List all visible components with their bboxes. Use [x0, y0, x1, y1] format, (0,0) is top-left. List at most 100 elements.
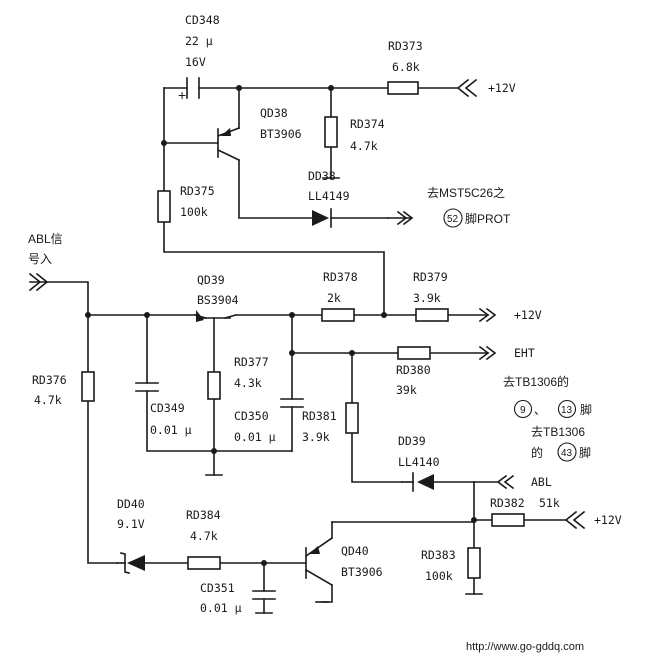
pin-circle: [557, 442, 577, 462]
label-rd382-ref: RD382: [490, 496, 525, 510]
junction-dot: [161, 140, 167, 146]
label-rd375-ref: RD375: [180, 184, 215, 198]
capacitor-cd350: [280, 398, 304, 408]
label-cd348-value: 22 μ: [185, 34, 213, 48]
pin-number-circles: [443, 208, 577, 462]
diode-dd40-zener: [116, 552, 145, 574]
label-rd384-ref: RD384: [186, 508, 221, 522]
label-qd38-ref: QD38: [260, 106, 288, 120]
wire: [163, 221, 385, 314]
label-eht-destination: 去TB1306的: [503, 374, 569, 389]
capacitor-cd351: [252, 590, 276, 600]
transistor-qd40: [304, 536, 334, 587]
label-qd38-type: BT3906: [260, 127, 302, 141]
grounds: [205, 177, 483, 614]
label-eht-pin-b: 13: [561, 405, 573, 416]
label-cd349-value: 0.01 μ: [150, 423, 192, 437]
terminals: [28, 78, 586, 530]
label-rd378-ref: RD378: [323, 270, 358, 284]
resistor-rd384: [187, 556, 221, 570]
label-rd374-value: 4.7k: [350, 139, 378, 153]
label-dd39-type: LL4140: [398, 455, 440, 469]
label-cd349-ref: CD349: [150, 401, 185, 415]
label-rd382-value: 51k: [539, 496, 560, 510]
label-rd376-value: 4.7k: [34, 393, 62, 407]
label-rd373-ref: RD373: [388, 39, 423, 53]
resistor-rd380: [397, 346, 431, 360]
label-dd38-ref: DD38: [308, 169, 336, 183]
diode-dd39: [401, 472, 434, 492]
resistors: [81, 81, 525, 579]
abl-output-arrow: [473, 474, 515, 490]
label-supply-bottom: +12V: [594, 513, 622, 527]
supply-terminal-top: [456, 78, 478, 98]
label-abl-output: ABL: [531, 475, 552, 489]
capacitors: [135, 77, 304, 600]
label-cd348-voltage: 16V: [185, 55, 206, 69]
label-dd40-ref: DD40: [117, 497, 145, 511]
label-cd348-ref: CD348: [185, 13, 220, 27]
junction-dot: [236, 85, 242, 91]
junction-dot: [289, 312, 295, 318]
label-dd39-ref: DD39: [398, 434, 426, 448]
transistor-qd38: [216, 126, 241, 162]
wire: [321, 584, 333, 603]
capacitor-cd348: [186, 77, 200, 99]
abl-input-terminal: [28, 272, 49, 292]
supply-terminal-bottom: [564, 510, 586, 530]
diode-dd38: [312, 208, 332, 228]
junction-dot: [349, 350, 355, 356]
junction-dot: [328, 85, 334, 91]
label-supply-top: +12V: [488, 81, 516, 95]
label-eht: EHT: [514, 346, 535, 360]
label-rd383-value: 100k: [425, 569, 453, 583]
resistor-rd381: [345, 402, 359, 434]
wiring: [29, 87, 567, 614]
wire: [146, 390, 293, 452]
label-rd375-value: 100k: [180, 205, 208, 219]
label-dd38-type: LL4149: [308, 189, 350, 203]
capacitor-cd349: [135, 382, 159, 392]
transistors: [194, 126, 334, 587]
labels: CD348 22 μ 16V + RD373 6.8k +12V QD38 BT…: [28, 13, 622, 653]
label-rd374-ref: RD374: [350, 117, 385, 131]
label-prot-pin-suffix: 脚PROT: [465, 211, 511, 226]
wire: [29, 281, 89, 373]
pin-circle: [513, 399, 533, 419]
wire: [238, 159, 313, 219]
resistor-rd382: [491, 513, 525, 527]
label-prot-pin-number: 52: [447, 214, 459, 225]
label-qd40-type: BT3906: [341, 565, 383, 579]
label-cd348-polarity: +: [178, 87, 186, 103]
eht-output-arrow: [478, 345, 497, 361]
supply-terminal-mid: [478, 307, 497, 323]
label-qd39-ref: QD39: [197, 273, 225, 287]
wire: [351, 432, 403, 483]
label-abl-pin-suffix: 脚: [579, 445, 591, 460]
junction-dot: [289, 350, 295, 356]
label-rd377-value: 4.3k: [234, 376, 262, 390]
label-eht-pin-a: 9: [520, 405, 526, 416]
label-rd383-ref: RD383: [421, 548, 456, 562]
label-rd381-ref: RD381: [302, 409, 337, 423]
prot-output-arrow: [387, 210, 414, 226]
label-abl-input-line1: ABL信: [28, 232, 63, 246]
label-qd39-type: BS3904: [197, 293, 239, 307]
resistor-rd373: [387, 81, 419, 95]
label-cd350-value: 0.01 μ: [234, 430, 276, 444]
label-rd384-value: 4.7k: [190, 529, 218, 543]
junction-dot: [211, 448, 217, 454]
resistor-rd374: [324, 116, 338, 148]
resistor-rd377: [207, 371, 221, 400]
resistor-rd376: [81, 371, 95, 402]
resistor-rd378: [321, 308, 355, 322]
diodes: [116, 208, 434, 574]
label-dd40-type: 9.1V: [117, 517, 145, 531]
label-supply-mid: +12V: [514, 308, 542, 322]
label-abl-pin-number: 43: [561, 448, 573, 459]
junction-dot: [261, 560, 267, 566]
label-cd351-ref: CD351: [200, 581, 235, 595]
junction-dot: [471, 517, 477, 523]
label-rd380-value: 39k: [396, 383, 417, 397]
